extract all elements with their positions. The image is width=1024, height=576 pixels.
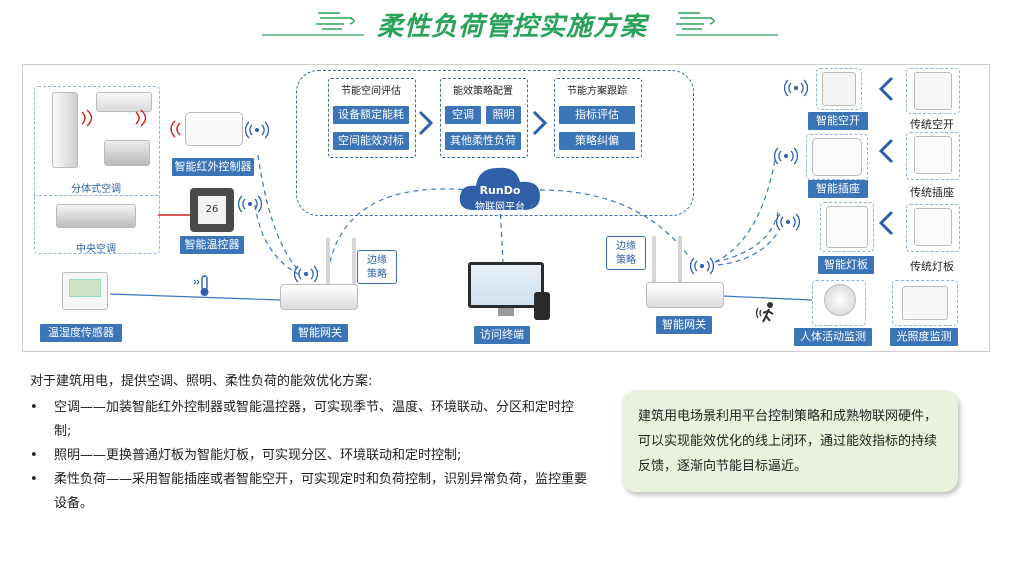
panel2-item: 照明 <box>486 106 521 124</box>
thermometer-icon <box>193 275 209 296</box>
smart-switch-box <box>820 202 874 252</box>
motion-sensor-label: 人体活动监测 <box>794 328 872 346</box>
wall-ac-unit <box>96 92 152 112</box>
gateway-antenna <box>652 236 656 284</box>
motion-sensor-box <box>812 280 866 326</box>
panel2-title: 能效策略配置 <box>453 86 513 97</box>
motion-person-icon <box>755 302 774 323</box>
panel3-item: 指标评估 <box>559 106 635 124</box>
gateway-antenna <box>678 236 682 284</box>
cloud-platform-name: 物联网平台 <box>475 202 525 213</box>
ir-signal-icon <box>170 120 181 138</box>
trad-switch-label: 传统灯板 <box>910 260 954 273</box>
chevron-left-icon <box>878 138 894 164</box>
gateway-right-device <box>646 282 724 308</box>
trad-switch-box <box>906 204 960 252</box>
gateway-right-label: 智能网关 <box>656 316 712 334</box>
panel3-item: 策略纠偏 <box>559 132 635 150</box>
smart-socket-label: 智能插座 <box>808 180 868 198</box>
light-sensor-box <box>892 280 958 326</box>
trad-socket-label: 传统插座 <box>910 186 954 199</box>
wireless-signal-icon <box>238 195 262 213</box>
panel-plan-tracking <box>554 78 642 158</box>
gateway-antenna <box>326 238 330 286</box>
trad-socket-device <box>914 136 952 174</box>
phone-device <box>534 292 550 320</box>
panel2-item: 其他柔性负荷 <box>445 132 521 150</box>
panel2-item: 空调 <box>445 106 481 124</box>
edge-strategy-right: 边缘 策略 <box>606 236 646 270</box>
bullet-item: 照明——更换普通灯板为智能灯板，可实现分区、环境联动和定时控制; <box>30 444 590 468</box>
bullet-list: 空调——加装智能红外控制器或智能温控器，可实现季节、温度、环境联动、分区和定时控… <box>30 396 590 516</box>
thermostat-label: 智能温控器 <box>180 236 244 254</box>
title-decoration-right <box>676 12 778 36</box>
wireless-signal-icon <box>774 147 798 165</box>
smart-switch-label: 智能灯板 <box>818 256 874 274</box>
edge-strategy-left: 边缘 策略 <box>357 250 397 284</box>
panel-energy-assessment <box>328 78 416 158</box>
ir-signal-icon <box>81 109 93 127</box>
summary-callout: 建筑用电场景利用平台控制策略和成熟物联网硬件，可以实现能效优化的线上闭环，通过能… <box>622 390 958 492</box>
smart-socket-box <box>806 134 868 180</box>
central-ac-unit <box>56 204 136 228</box>
smart-breaker-box <box>816 68 862 110</box>
trad-breaker-device <box>914 72 952 110</box>
light-sensor-label: 光照度监测 <box>890 328 958 346</box>
chevron-left-icon <box>878 76 894 102</box>
trad-socket-box <box>906 132 960 180</box>
cloud-icon <box>459 167 540 210</box>
platform-container <box>296 70 694 216</box>
trad-breaker-box <box>906 68 960 114</box>
wireless-signal-icon <box>245 121 269 139</box>
chevron-right-icon <box>418 110 434 136</box>
panel3-title: 节能方案跟踪 <box>567 86 627 97</box>
thermostat-display: 26 <box>198 196 226 224</box>
chevron-right-icon <box>532 110 548 136</box>
smart-switch-device <box>826 206 868 248</box>
ir-controller-device <box>185 112 243 146</box>
wireless-signal-icon <box>294 265 318 283</box>
th-sensor-device <box>62 272 108 310</box>
th-sensor-screen <box>69 279 101 297</box>
terminal-label: 访问终端 <box>474 326 530 344</box>
wireless-signal-icon <box>784 79 808 97</box>
page-title: 柔性负荷管控实施方案 <box>376 12 647 42</box>
panel-strategy-config <box>440 78 528 158</box>
th-sensor-label: 温湿度传感器 <box>40 324 122 342</box>
gateway-left-device <box>280 284 358 310</box>
split-ac-label: 分体式空调 <box>71 184 121 195</box>
trad-switch-device <box>914 208 952 246</box>
ac-group-box <box>34 86 160 254</box>
smart-breaker-device <box>822 72 856 106</box>
light-sensor-device <box>902 286 948 320</box>
cloud-brand: RunDo <box>479 184 521 197</box>
bullet-item: 柔性负荷——采用智能插座或者智能空开，可实现定时和负荷控制，识别异常负荷，监控重… <box>30 468 590 516</box>
smart-socket-device <box>812 138 862 176</box>
thermostat-device: 26 <box>190 188 234 232</box>
chevron-left-icon <box>878 210 894 236</box>
monitor-device <box>468 262 544 308</box>
title-decoration-left <box>262 12 364 36</box>
smart-breaker-label: 智能空开 <box>808 112 868 130</box>
gateway-left-label: 智能网关 <box>292 324 348 342</box>
motion-sensor-device <box>824 284 856 316</box>
gateway-antenna <box>352 238 356 286</box>
ac-group-divider <box>34 195 158 196</box>
trad-breaker-label: 传统空开 <box>910 118 954 131</box>
central-ac-label: 中央空调 <box>76 244 116 255</box>
bullet-item: 空调——加装智能红外控制器或智能温控器，可实现季节、温度、环境联动、分区和定时控… <box>30 396 590 444</box>
panel1-title: 节能空间评估 <box>341 86 401 97</box>
ir-controller-label: 智能红外控制器 <box>172 158 254 176</box>
ir-signal-icon <box>135 109 147 127</box>
floor-ac-unit <box>52 92 78 168</box>
intro-text: 对于建筑用电，提供空调、照明、柔性负荷的能效优化方案: <box>30 374 373 389</box>
monitor-stand <box>498 308 514 316</box>
monitor-screen <box>471 265 541 305</box>
wireless-signal-icon <box>690 257 714 275</box>
panel1-item: 空间能效对标 <box>333 132 409 150</box>
panel1-item: 设备额定能耗 <box>333 106 409 124</box>
cassette-ac-unit <box>104 140 150 166</box>
wireless-signal-icon <box>776 213 800 231</box>
